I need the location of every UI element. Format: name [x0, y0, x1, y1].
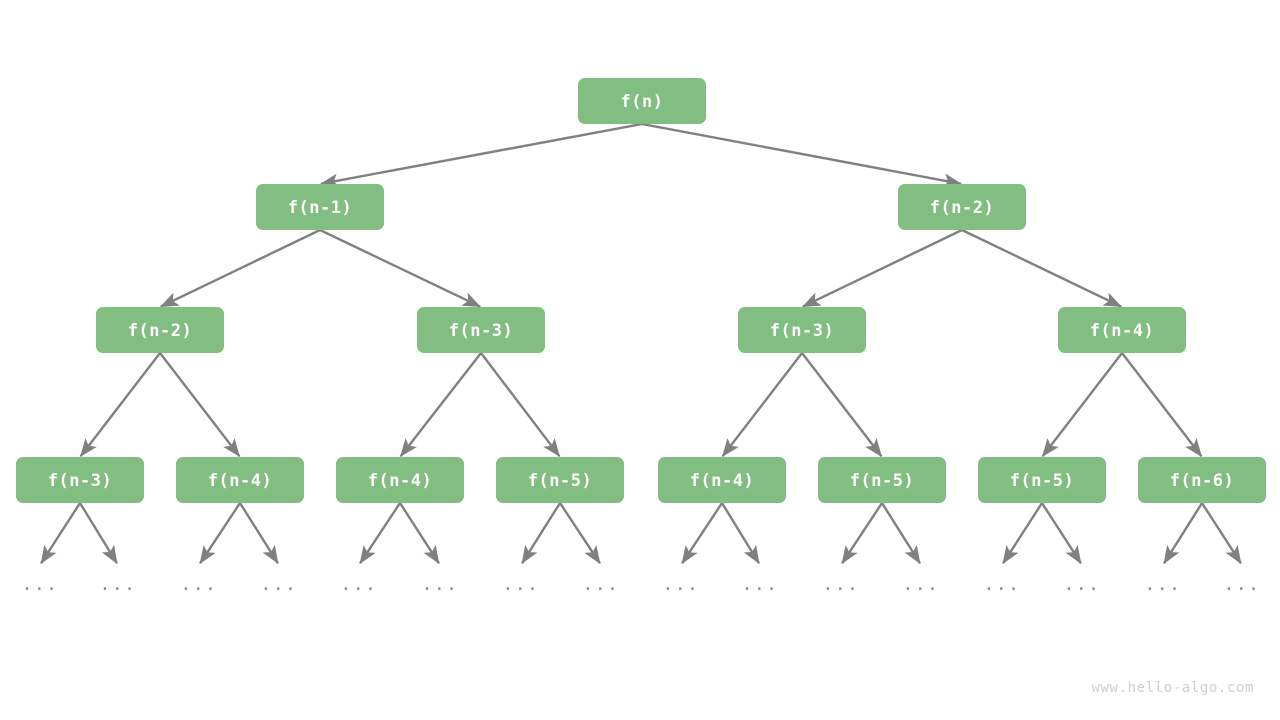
- tree-node[interactable]: f(n-2): [96, 307, 224, 353]
- tree-node[interactable]: f(n-5): [496, 457, 624, 503]
- tree-edges: [40, 122, 1242, 565]
- tree-edge-leaf: [880, 502, 921, 565]
- tree-node[interactable]: f(n-6): [1138, 457, 1266, 503]
- tree-node-label: f(n-1): [288, 198, 352, 218]
- ellipsis-marker: ...: [741, 574, 778, 595]
- ellipsis-marker: ...: [21, 574, 58, 595]
- tree-node[interactable]: f(n-3): [738, 307, 866, 353]
- tree-edge-leaf: [40, 502, 82, 565]
- ellipsis-marker: ...: [822, 574, 859, 595]
- ellipsis-marker: ...: [340, 574, 377, 595]
- tree-node-label: f(n): [621, 92, 664, 112]
- tree-edge: [721, 352, 803, 457]
- tree-node-label: f(n-4): [690, 471, 754, 491]
- ellipsis-marker: ...: [1063, 574, 1100, 595]
- tree-edge: [641, 122, 962, 188]
- tree-nodes: f(n) f(n-1) f(n-2) f(n-2) f(n-3) f(n-3) f(n-4)…: [16, 78, 1266, 503]
- tree-node[interactable]: f(n-3): [417, 307, 545, 353]
- tree-edge-leaf: [1002, 502, 1044, 565]
- tree-edge-leaf: [521, 502, 562, 565]
- tree-edge: [480, 352, 561, 457]
- tree-node-box: [256, 184, 384, 230]
- tree-edge: [961, 228, 1122, 308]
- tree-node[interactable]: f(n-4): [1058, 307, 1186, 353]
- tree-node-label: f(n-5): [528, 471, 592, 491]
- ellipsis-marker: ...: [662, 574, 699, 595]
- ellipsis-marker: ...: [902, 574, 939, 595]
- ellipsis-marker: ...: [983, 574, 1020, 595]
- tree-edge-leaf: [1163, 502, 1204, 565]
- tree-node-label: f(n-3): [449, 321, 513, 341]
- tree-node-box: [176, 457, 304, 503]
- tree-node[interactable]: f(n-5): [818, 457, 946, 503]
- tree-node-box: [818, 457, 946, 503]
- tree-node-box: [1058, 307, 1186, 353]
- tree-edge: [802, 228, 963, 308]
- tree-node[interactable]: f(n-4): [336, 457, 464, 503]
- tree-edge-leaf: [841, 502, 884, 565]
- tree-edge-leaf: [199, 502, 242, 565]
- tree-edge-leaf: [681, 502, 724, 565]
- tree-node[interactable]: f(n-3): [16, 457, 144, 503]
- tree-edge: [159, 352, 241, 457]
- tree-edge: [79, 352, 161, 457]
- tree-node-label: f(n-2): [930, 198, 994, 218]
- tree-node-box: [978, 457, 1106, 503]
- ellipsis-row: ........................................…: [21, 574, 1260, 595]
- tree-edge-leaf: [1200, 502, 1242, 565]
- tree-edge: [160, 228, 321, 308]
- tree-node[interactable]: f(n-4): [658, 457, 786, 503]
- tree-edge: [399, 352, 482, 457]
- tree-node-box: [496, 457, 624, 503]
- ellipsis-marker: ...: [502, 574, 539, 595]
- tree-node-box: [898, 184, 1026, 230]
- tree-node-box: [336, 457, 464, 503]
- tree-edge-leaf: [558, 502, 601, 565]
- tree-edge: [801, 352, 883, 457]
- tree-node-label: f(n-4): [1090, 321, 1154, 341]
- ellipsis-marker: ...: [421, 574, 458, 595]
- tree-node-label: f(n-4): [208, 471, 272, 491]
- tree-node-box: [96, 307, 224, 353]
- ellipsis-marker: ...: [260, 574, 297, 595]
- tree-edge: [1121, 352, 1203, 457]
- tree-node-label: f(n-3): [770, 321, 834, 341]
- tree-edge-leaf: [398, 502, 440, 565]
- tree-edge: [320, 122, 643, 188]
- tree-node[interactable]: f(n-1): [256, 184, 384, 230]
- tree-edge-leaf: [359, 502, 402, 565]
- tree-node-label: f(n-5): [1010, 471, 1074, 491]
- tree-node-box: [417, 307, 545, 353]
- ellipsis-marker: ...: [1223, 574, 1260, 595]
- tree-node-label: f(n-2): [128, 321, 192, 341]
- tree-node-label: f(n-6): [1170, 471, 1234, 491]
- tree-edge: [1041, 352, 1123, 457]
- tree-edge-leaf: [1040, 502, 1082, 565]
- tree-edge-leaf: [78, 502, 118, 565]
- tree-node-box: [16, 457, 144, 503]
- tree-node-box: [578, 78, 706, 124]
- tree-edge: [319, 228, 481, 308]
- tree-node[interactable]: f(n-5): [978, 457, 1106, 503]
- tree-node-box: [738, 307, 866, 353]
- tree-node-label: f(n-4): [368, 471, 432, 491]
- watermark: www.hello-algo.com: [1091, 680, 1254, 696]
- ellipsis-marker: ...: [180, 574, 217, 595]
- tree-node[interactable]: f(n): [578, 78, 706, 124]
- ellipsis-marker: ...: [582, 574, 619, 595]
- ellipsis-marker: ...: [1144, 574, 1181, 595]
- tree-node[interactable]: f(n-4): [176, 457, 304, 503]
- tree-node-label: f(n-5): [850, 471, 914, 491]
- tree-node-box: [1138, 457, 1266, 503]
- tree-edge-leaf: [720, 502, 760, 565]
- tree-node[interactable]: f(n-2): [898, 184, 1026, 230]
- tree-edge-leaf: [238, 502, 279, 565]
- tree-node-label: f(n-3): [48, 471, 112, 491]
- tree-node-box: [658, 457, 786, 503]
- ellipsis-marker: ...: [99, 574, 136, 595]
